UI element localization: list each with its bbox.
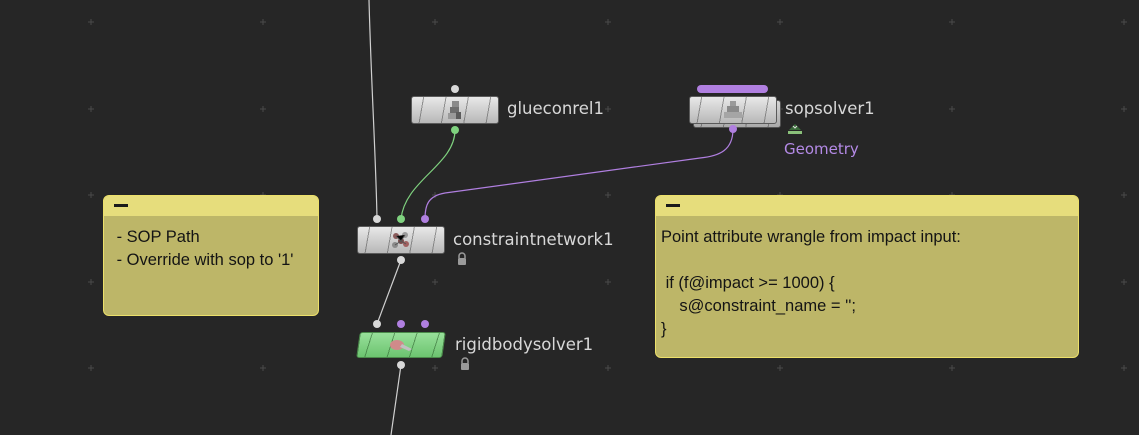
input-connector-1[interactable] [373,320,381,328]
constraint-network-icon [392,232,409,248]
grid-mark [949,106,955,112]
grid-mark [949,19,955,25]
grid-mark [605,19,611,25]
grid-mark [88,192,94,198]
grid-mark [605,365,611,371]
output-connector[interactable] [729,125,737,133]
collapse-icon[interactable] [114,204,128,207]
output-connector[interactable] [451,126,459,134]
rigid-body-solver-icon [390,340,412,351]
output-connector[interactable] [397,361,405,369]
grid-mark [1121,106,1127,112]
input-connector-3[interactable] [421,320,429,328]
input-connector-2[interactable] [397,320,405,328]
node-tile[interactable] [689,96,777,124]
grid-mark [88,365,94,371]
grid-mark [432,279,438,285]
sticky-note-wrangle[interactable]: Point attribute wrangle from impact inpu… [655,195,1079,358]
sop-solver-icon [724,101,742,118]
grid-mark [1121,19,1127,25]
input-connector[interactable] [451,85,459,93]
display-flag-icon[interactable] [787,122,803,136]
grid-mark [432,19,438,25]
input-connector-1[interactable] [373,215,381,223]
note-header[interactable] [656,196,1078,216]
note-header[interactable] [104,196,318,216]
node-tile[interactable] [356,332,446,358]
node-label[interactable]: constraintnetwork1 [453,230,614,249]
output-connector[interactable] [397,256,405,264]
glue-constraint-icon [448,101,461,119]
output-label: Geometry [784,140,859,158]
grid-mark [1121,192,1127,198]
grid-mark [605,279,611,285]
grid-mark [1121,365,1127,371]
node-label[interactable]: glueconrel1 [507,99,604,118]
grid-mark [1121,279,1127,285]
input-connector-3[interactable] [421,215,429,223]
note-text[interactable]: - SOP Path - Override with sop to '1' [116,228,294,269]
lock-icon[interactable] [459,357,471,371]
grid-mark [260,19,266,25]
grid-mark [260,365,266,371]
lock-icon[interactable] [456,252,468,266]
grid-mark [88,19,94,25]
input-connector-2[interactable] [397,215,405,223]
sticky-note-sop-path[interactable]: - SOP Path - Override with sop to '1' [103,195,319,316]
grid-mark [432,365,438,371]
grid-mark [432,192,438,198]
node-tile[interactable] [411,96,499,124]
node-color-flag [697,85,768,93]
grid-mark [88,106,94,112]
grid-mark [605,192,611,198]
collapse-icon[interactable] [666,204,680,207]
node-tile[interactable] [357,226,445,254]
grid-mark [260,106,266,112]
grid-mark [777,365,783,371]
grid-mark [605,106,611,112]
node-label[interactable]: rigidbodysolver1 [455,335,594,354]
grid-mark [949,365,955,371]
grid-mark [88,279,94,285]
node-label[interactable]: sopsolver1 [785,99,875,118]
note-text[interactable]: Point attribute wrangle from impact inpu… [661,228,961,338]
grid-mark [777,19,783,25]
